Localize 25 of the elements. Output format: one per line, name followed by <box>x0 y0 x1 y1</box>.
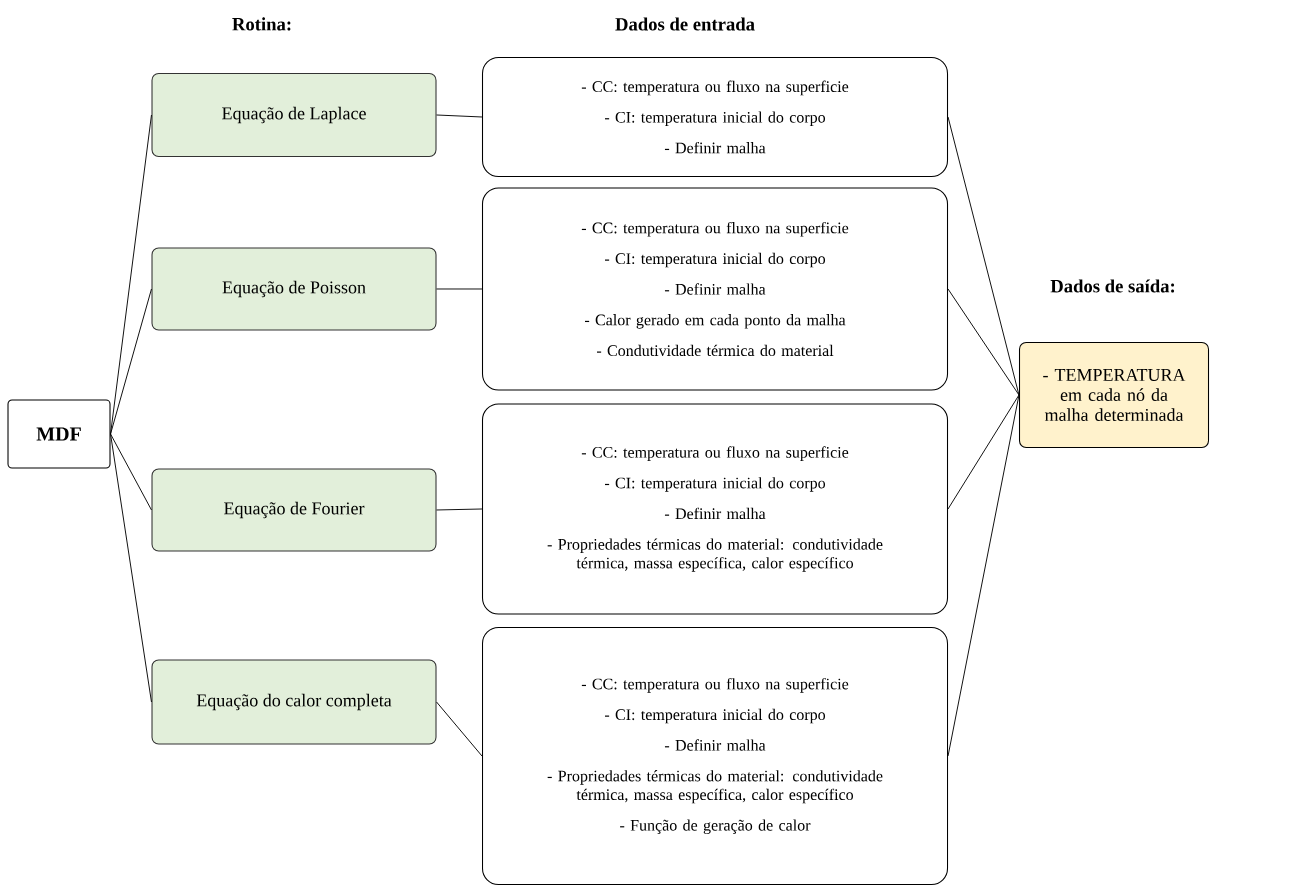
output-data-box: - TEMPERATURA em cada nó da malha determinada <box>1018 341 1210 449</box>
connector-line <box>110 114 152 435</box>
connector-line <box>947 288 1020 396</box>
connector-line <box>436 114 483 118</box>
column-heading: Dados de saída: <box>1050 279 1175 293</box>
connector-line <box>947 394 1020 757</box>
column-heading: Dados de entrada <box>615 17 755 31</box>
routine-box: Equação do calor completa <box>151 659 437 745</box>
routine-box: Equação de Fourier <box>151 468 437 552</box>
method-box: MDF <box>7 399 111 469</box>
connector-line <box>436 508 483 511</box>
connector-line <box>110 433 152 511</box>
connector-line <box>947 116 1020 396</box>
connector-line <box>436 288 483 290</box>
connector-line <box>110 288 152 435</box>
input-data-box: - CC: temperatura ou fluxo na superficie - CI: temperatura inicial do corpo - Definir malha - Propriedades térmicas do material: condutividade térmica, massa específica, calor específico - Função de geração de calor <box>481 626 949 886</box>
connector-line <box>110 433 152 703</box>
routine-box: Equação de Laplace <box>151 72 437 158</box>
input-data-box: - CC: temperatura ou fluxo na superficie - CI: temperatura inicial do corpo - Definir malha - Propriedades térmicas do material: condutividade térmica, massa específica, calor específico <box>481 403 949 615</box>
column-heading: Rotina: <box>232 17 291 31</box>
connector-line <box>436 701 483 757</box>
input-data-box: - CC: temperatura ou fluxo na superficie - CI: temperatura inicial do corpo - Definir malha - Calor gerado em cada ponto da malha - Condutividade térmica do material <box>481 187 949 391</box>
connector-line <box>947 394 1020 510</box>
routine-box: Equação de Poisson <box>151 247 437 331</box>
input-data-box: - CC: temperatura ou fluxo na superficie - CI: temperatura inicial do corpo - Definir malha <box>481 56 949 178</box>
